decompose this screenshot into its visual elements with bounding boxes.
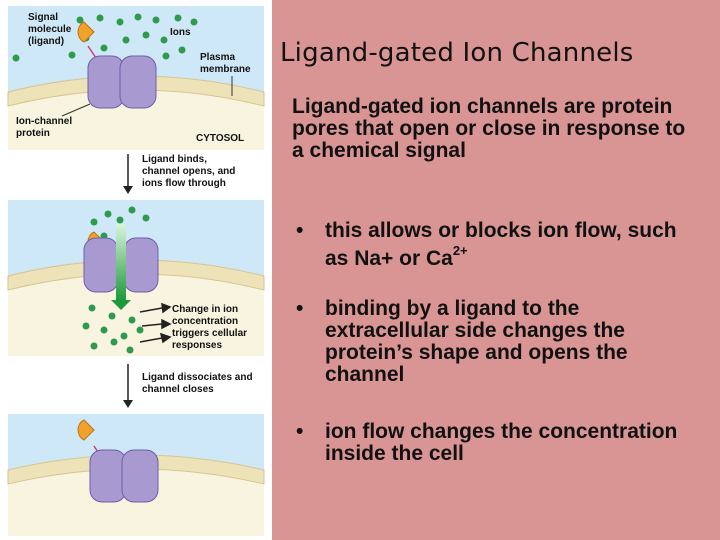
superscript: 2+ <box>452 243 468 258</box>
bullet-item: • binding by a ligand to the extracellul… <box>296 298 696 386</box>
text-panel <box>272 0 720 540</box>
panel-reclosed-channel <box>7 414 265 536</box>
label-change-c: triggers cellular <box>172 328 247 339</box>
label-ligand: (ligand) <box>28 36 64 47</box>
response-arrows <box>139 302 172 344</box>
channel-protein-reclosed <box>89 449 159 503</box>
label-signal: Signal <box>28 12 58 23</box>
bullet-item: • ion flow changes the concentration ins… <box>296 421 696 465</box>
bullet-text: this allows or blocks ion flow, such as … <box>325 219 677 270</box>
label-change-d: responses <box>172 340 222 351</box>
bullet-icon: • <box>296 219 304 242</box>
ion-cluster-bottom <box>82 304 144 354</box>
label-change-b: concentration <box>172 316 238 327</box>
label-step1-a: Ligand binds, <box>142 154 207 165</box>
label-step2-b: channel closes <box>142 384 214 395</box>
bullet-text: ion flow changes the concentration insid… <box>325 420 678 465</box>
label-step2-a: Ligand dissociates and <box>142 372 253 383</box>
ligand-gated-channel-figure: Signal molecule (ligand) Ions Plasma mem… <box>7 6 265 536</box>
ligand-icon-3 <box>77 419 95 441</box>
label-cytosol: CYTOSOL <box>196 133 244 144</box>
label-step1-c: ions flow through <box>142 178 226 189</box>
channel-protein-open <box>83 224 159 310</box>
label-plasma: Plasma <box>200 52 235 63</box>
intro-paragraph: Ligand-gated ion channels are protein po… <box>292 95 686 162</box>
channel-leader <box>61 103 91 117</box>
panel-closed-channel: Signal molecule (ligand) Ions Plasma mem… <box>7 6 265 150</box>
bullet-item: • this allows or blocks ion flow, such a… <box>296 220 696 270</box>
figure-panel: Signal molecule (ligand) Ions Plasma mem… <box>0 0 272 540</box>
label-change-a: Change in ion <box>172 304 238 315</box>
label-ion-channel: Ion-channel <box>16 116 72 127</box>
ion-cluster <box>12 13 198 62</box>
bullet-icon: • <box>296 420 304 443</box>
ligand-icon <box>77 21 95 43</box>
label-protein: protein <box>16 128 50 139</box>
label-ions: Ions <box>170 27 191 38</box>
slide-title: Ligand-gated Ion Channels <box>280 38 634 68</box>
label-step1-b: channel opens, and <box>142 166 235 177</box>
label-membrane: membrane <box>200 64 251 75</box>
channel-protein-closed <box>87 55 157 109</box>
cytosol-region-2 <box>8 260 264 356</box>
panel-open-channel: Change in ion concentration triggers cel… <box>7 200 265 356</box>
bullet-icon: • <box>296 297 304 320</box>
step-arrow-2 <box>123 364 133 408</box>
step-arrow-1 <box>123 154 133 194</box>
bullet-text: binding by a ligand to the extracellular… <box>325 297 628 386</box>
ion-cluster-top <box>90 206 150 240</box>
label-molecule: molecule <box>28 24 72 35</box>
